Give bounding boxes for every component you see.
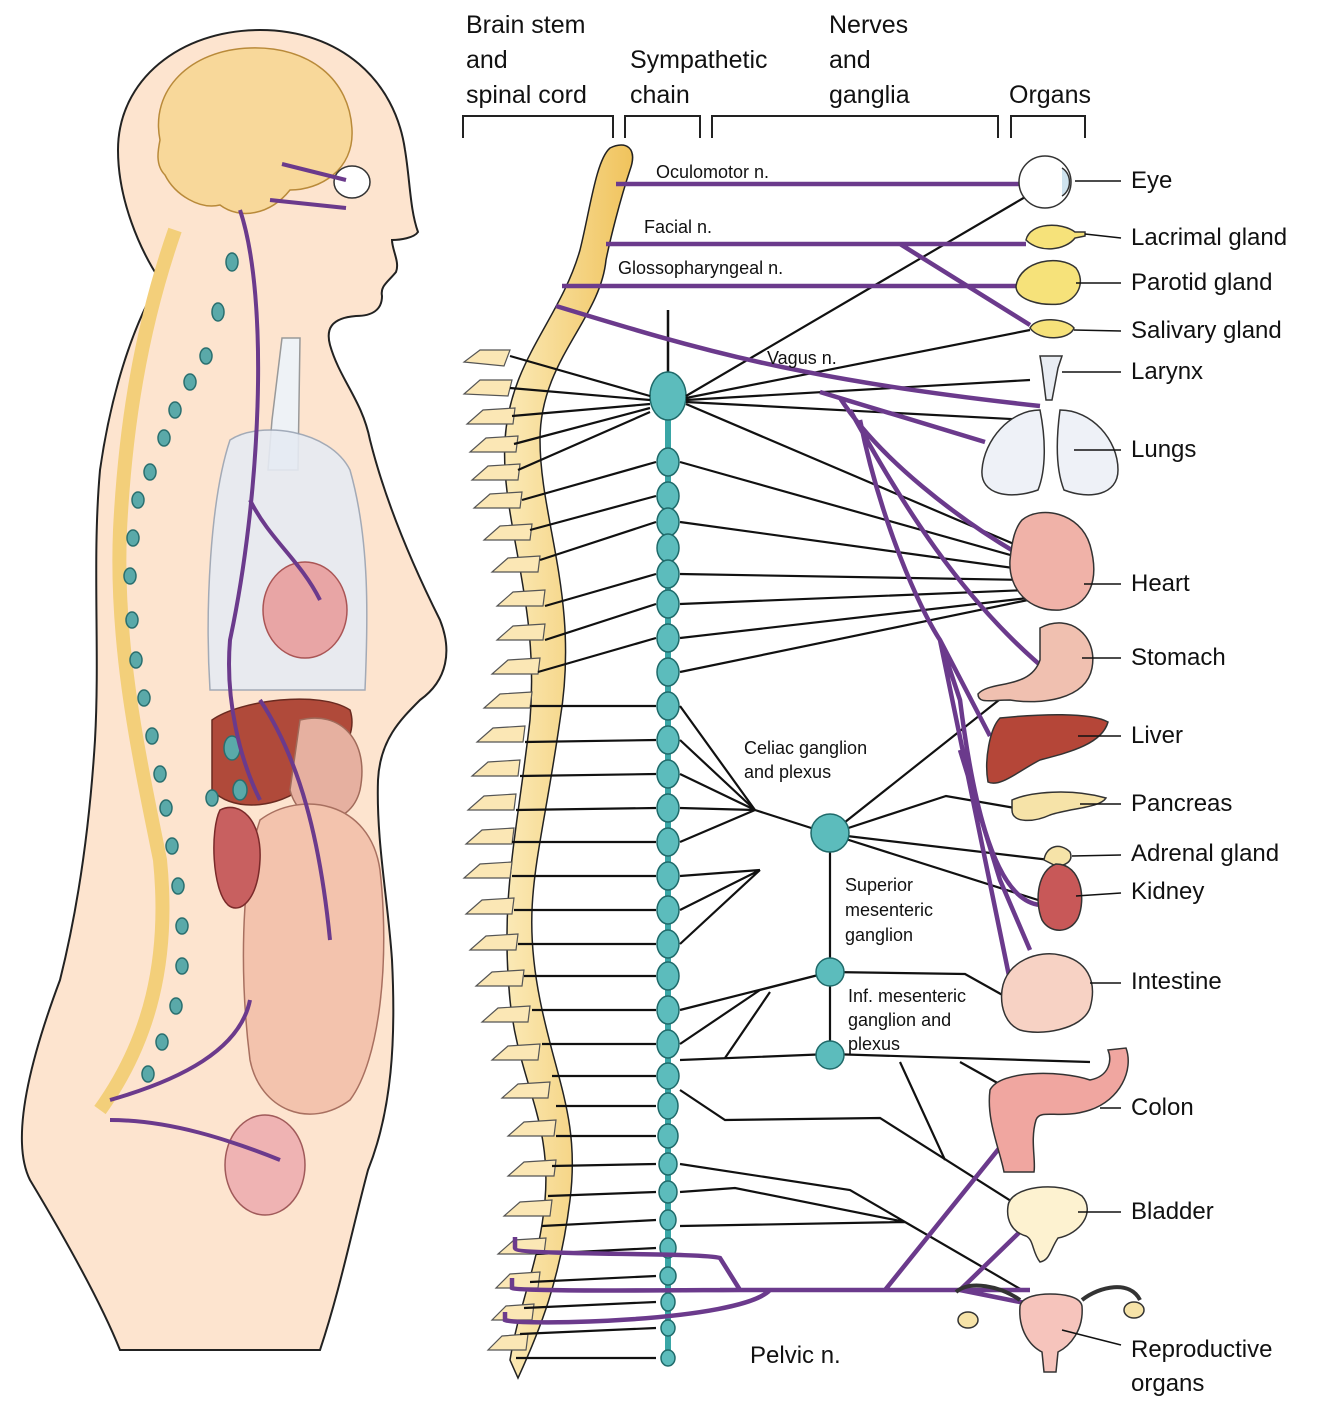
label-celiac-line2: and plexus [744, 762, 832, 782]
body-vagus-nerve [109, 162, 347, 1162]
organ-larynx-shape [1039, 355, 1064, 401]
label-bladder: Bladder [1131, 1198, 1214, 1225]
label-inferior-mesenteric-line2: ganglion and [848, 1010, 952, 1030]
organ-bladder-shape [1006, 1186, 1088, 1263]
label-eye: Eye [1131, 167, 1173, 194]
organ-pancreas-shape [1011, 791, 1108, 822]
body-spine [94, 227, 182, 1115]
header-brainstem-line2: and [466, 46, 508, 74]
organ-colon-shape [988, 1047, 1129, 1173]
organ-heart-shape [1009, 511, 1095, 611]
body-intestines [242, 803, 385, 1115]
superior-cervical-ganglion [649, 371, 687, 421]
prevertebral-ganglia [810, 813, 850, 1070]
header-nerves-line3: ganglia [829, 81, 910, 109]
organ-lungs-shape [981, 409, 1119, 496]
label-superior-mesenteric-line1: Superior [845, 875, 914, 895]
label-colon: Colon [1131, 1094, 1194, 1121]
organ-adrenal-shape [1043, 845, 1072, 867]
label-larynx: Larynx [1131, 358, 1204, 385]
vertebrae [462, 349, 557, 1351]
label-lungs: Lungs [1131, 436, 1197, 463]
organ-reproductive-shape [1019, 1293, 1083, 1373]
organ-stomach-shape [977, 622, 1094, 703]
label-liver: Liver [1131, 722, 1184, 749]
label-inferior-mesenteric-line1: Inf. mesenteric [848, 986, 967, 1006]
label-superior-mesenteric-line3: ganglion [845, 925, 914, 945]
body-chain-ganglia [123, 252, 248, 1083]
organ-kidney-shape [1037, 863, 1083, 931]
label-kidney: Kidney [1131, 878, 1205, 905]
brain [157, 47, 353, 215]
inferior-mesenteric-ganglion-node [815, 1040, 845, 1070]
label-inferior-mesenteric-line3: plexus [848, 1034, 901, 1054]
organ-intestine-shape [1000, 953, 1094, 1033]
body-eye [333, 165, 371, 199]
label-vagus-nerve: Vagus n. [767, 348, 837, 368]
organ-parotid-shape [1015, 260, 1081, 306]
body-heart [262, 561, 348, 659]
organ-lacrimal-shape [1025, 224, 1086, 250]
header-brainstem-line3: spinal cord [466, 81, 587, 109]
organ-salivary-shape [1029, 319, 1075, 339]
column-brackets [462, 115, 1086, 138]
header-nerves-line1: Nerves [829, 11, 909, 39]
label-intestine: Intestine [1131, 968, 1222, 995]
header-sympathetic-line1: Sympathetic [630, 46, 768, 74]
label-lacrimal-gland: Lacrimal gland [1131, 224, 1288, 251]
label-celiac-line1: Celiac ganglion [744, 738, 868, 758]
organ-illustrations [954, 155, 1145, 1373]
celiac-ganglion-node [810, 813, 850, 853]
label-superior-mesenteric-line2: mesenteric [845, 900, 934, 920]
header-brainstem-line1: Brain stem [466, 11, 586, 39]
label-pancreas: Pancreas [1131, 790, 1233, 817]
body-bladder [224, 1114, 306, 1216]
superior-mesenteric-ganglion-node [815, 957, 845, 987]
organ-liver-shape [985, 713, 1109, 784]
label-reproductive-line2: organs [1131, 1370, 1205, 1397]
organ-leader-lines [1061, 180, 1122, 1346]
label-pelvic-nerve: Pelvic n. [750, 1342, 841, 1369]
label-facial-nerve: Facial n. [644, 217, 713, 237]
label-glossopharyngeal-nerve: Glossopharyngeal n. [618, 258, 784, 278]
body-illustration [20, 28, 448, 1351]
label-oculomotor-nerve: Oculomotor n. [656, 162, 770, 182]
label-reproductive-line1: Reproductive [1131, 1336, 1273, 1363]
header-nerves-line2: and [829, 46, 871, 74]
label-stomach: Stomach [1131, 644, 1226, 671]
label-heart: Heart [1131, 570, 1190, 597]
vagus-nerve-path [555, 303, 1054, 1006]
header-sympathetic-line2: chain [630, 81, 690, 109]
header-organs: Organs [1009, 81, 1091, 109]
label-salivary-gland: Salivary gland [1131, 317, 1282, 344]
body-kidney [213, 806, 261, 909]
label-adrenal-gland: Adrenal gland [1131, 840, 1280, 867]
label-parotid-gland: Parotid gland [1131, 269, 1273, 296]
organ-eye-shape [1018, 155, 1072, 209]
sympathetic-nerves [509, 192, 1091, 1360]
